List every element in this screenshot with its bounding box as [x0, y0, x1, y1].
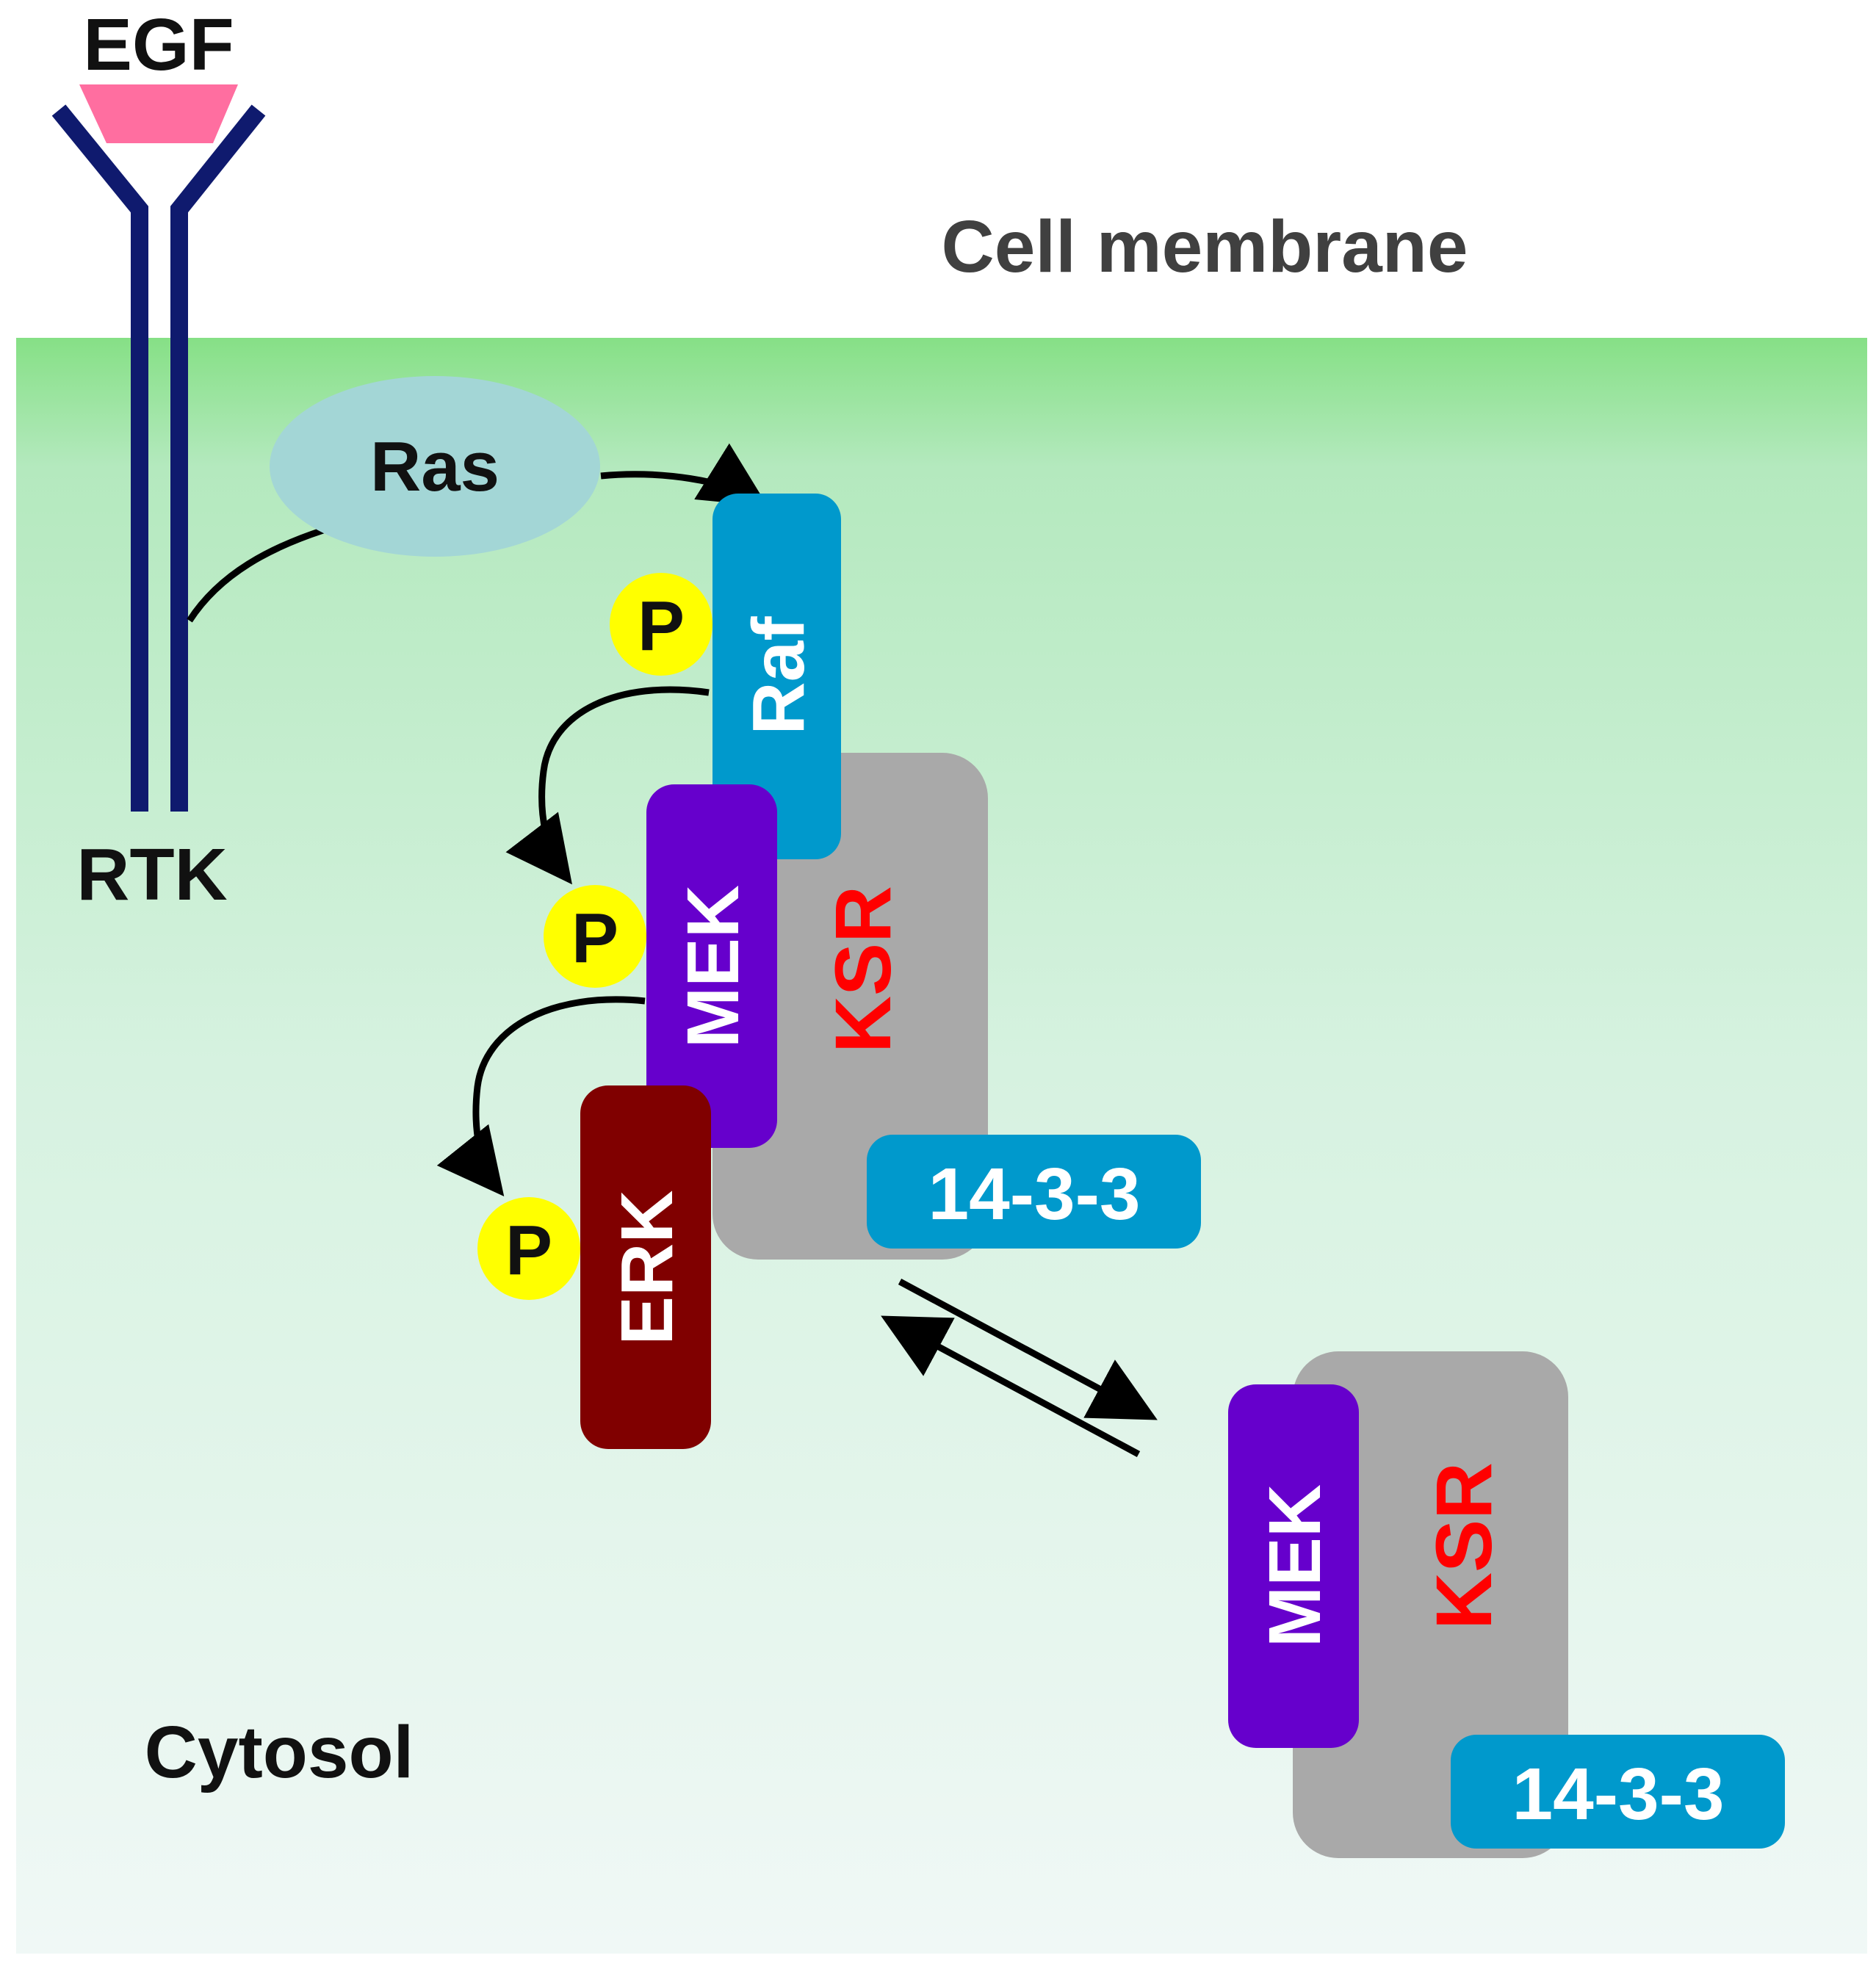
phosphate-mek-label: P [571, 899, 618, 978]
ras-label: Ras [370, 427, 499, 506]
phosphate-mek: P [544, 885, 646, 988]
phosphate-erk: P [477, 1197, 580, 1300]
adapter-14-3-3-upper [867, 1135, 1201, 1249]
ksr-label-lower: KSR [1419, 1462, 1508, 1630]
raf-to-mek-arrow [505, 686, 710, 885]
cell-membrane-label: Cell membrane [942, 206, 1468, 288]
rtk-label: RTK [76, 834, 228, 916]
ksr-label-upper: KSR [818, 886, 907, 1053]
ras-node [270, 376, 600, 557]
rtk-ras-connector [187, 527, 325, 623]
mek-label-upper: MEK [672, 885, 754, 1048]
adapter-14-3-3-lower [1451, 1735, 1785, 1849]
phosphate-raf-label: P [638, 587, 685, 665]
mek-block-upper [646, 784, 777, 1148]
rtk-receptor-icon [51, 104, 266, 812]
mek-label-lower: MEK [1254, 1484, 1336, 1647]
ras-raf-arrow [600, 443, 768, 507]
egf-ligand-shape [79, 84, 238, 143]
cytosol-label: Cytosol [145, 1711, 414, 1793]
erk-block [580, 1085, 711, 1449]
adapter-label-upper: 14-3-3 [928, 1153, 1140, 1235]
phosphate-erk-label: P [505, 1211, 552, 1290]
ksr-block-lower [1293, 1351, 1568, 1858]
equilibrium-arrows-icon [881, 1279, 1158, 1457]
phosphate-raf: P [610, 573, 712, 676]
erk-label: ERK [606, 1190, 688, 1345]
mek-to-erk-arrow [436, 996, 646, 1197]
ksr-block-upper [712, 753, 988, 1260]
egf-label: EGF [83, 4, 234, 86]
raf-label: Raf [737, 616, 820, 735]
adapter-label-lower: 14-3-3 [1512, 1753, 1724, 1835]
mek-block-lower [1228, 1384, 1359, 1748]
raf-block [712, 494, 841, 859]
